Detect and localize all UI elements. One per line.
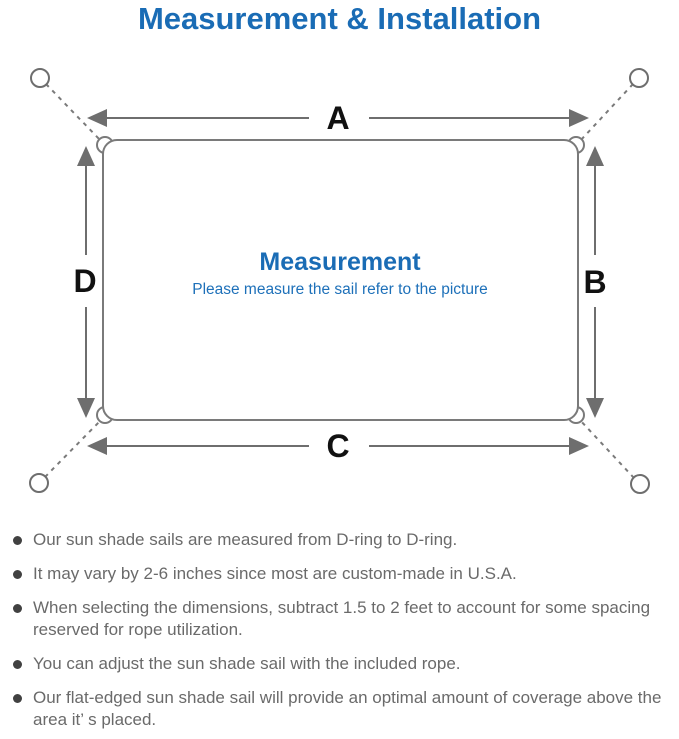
corner-ring-icons [29, 68, 650, 494]
tether-line-top-right [579, 83, 634, 142]
arrowhead-down-icon [586, 398, 604, 418]
sail-outline [102, 139, 579, 421]
bullet-icon [13, 536, 22, 545]
notes-list: Our sun shade sails are measured from D-… [11, 529, 673, 739]
dimension-label-d: D [73, 263, 96, 299]
corner-ring-icon [30, 68, 50, 88]
corner-ring-icon [29, 473, 49, 493]
arrowhead-up-icon [77, 146, 95, 166]
arrowhead-right-icon [569, 109, 589, 127]
arrowhead-left-icon [87, 109, 107, 127]
diagram-center-title: Measurement [259, 248, 421, 276]
diagram-center-subtitle: Please measure the sail refer to the pic… [192, 281, 488, 298]
arrowhead-left-icon [87, 437, 107, 455]
note-text: You can adjust the sun shade sail with t… [33, 654, 461, 673]
bullet-icon [13, 694, 22, 703]
page-title: Measurement & Installation [137, 1, 542, 36]
corner-ring-icon [629, 68, 649, 88]
arrowhead-right-icon [569, 437, 589, 455]
note-text: It may vary by 2-6 inches since most are… [33, 564, 517, 583]
bullet-icon [13, 660, 22, 669]
note-item: When selecting the dimensions, subtract … [11, 597, 673, 641]
arrowhead-down-icon [77, 398, 95, 418]
dimension-arrow-c [87, 437, 589, 455]
dimension-arrow-b [586, 146, 604, 418]
note-text: When selecting the dimensions, subtract … [33, 598, 651, 639]
tether-line-top-left [45, 83, 102, 142]
bullet-icon [13, 570, 22, 579]
tether-lines [44, 83, 635, 479]
measurement-diagram: A B C D Measurement Please measure the s… [29, 68, 650, 494]
dimension-label-c: C [326, 428, 349, 464]
arrowhead-up-icon [586, 146, 604, 166]
note-item: You can adjust the sun shade sail with t… [11, 653, 673, 675]
dimension-arrow-a [87, 109, 589, 127]
note-text: Our flat-edged sun shade sail will provi… [33, 688, 662, 729]
dimension-label-b: B [583, 264, 606, 300]
note-item: Our sun shade sails are measured from D-… [11, 529, 673, 551]
dimension-arrow-d [77, 146, 95, 418]
note-item: Our flat-edged sun shade sail will provi… [11, 687, 673, 731]
corner-ring-icon [630, 474, 650, 494]
note-item: It may vary by 2-6 inches since most are… [11, 563, 673, 585]
tether-line-bottom-right [578, 418, 635, 479]
dimension-label-a: A [326, 100, 349, 136]
note-text: Our sun shade sails are measured from D-… [33, 530, 458, 549]
bullet-icon [13, 604, 22, 613]
